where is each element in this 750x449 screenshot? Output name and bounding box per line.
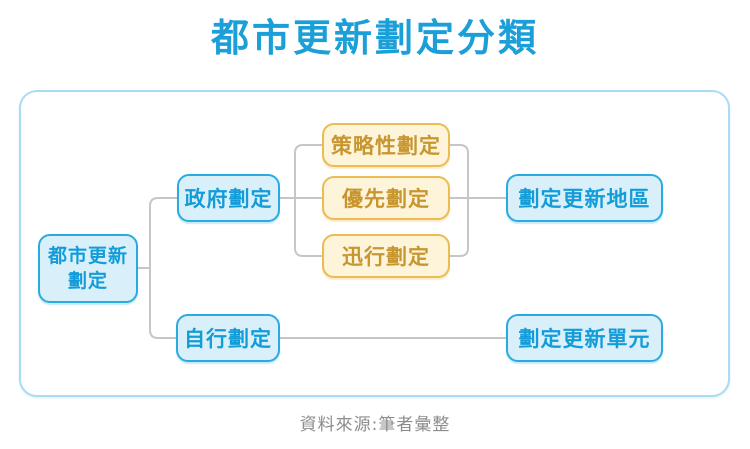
node-priority-designation: 優先劃定 — [322, 176, 450, 220]
node-priority-label: 優先劃定 — [342, 187, 430, 211]
node-self-label: 自行劃定 — [184, 327, 272, 351]
node-root-line2: 劃定 — [67, 269, 108, 292]
source-caption: 資料來源:筆者彙整 — [299, 415, 451, 435]
node-rapid-designation: 迅行劃定 — [322, 234, 450, 278]
node-strategic-label: 策略性劃定 — [331, 134, 441, 158]
node-self-designation: 自行劃定 — [176, 314, 280, 362]
node-renewal-unit: 劃定更新單元 — [506, 314, 663, 362]
node-root: 都市更新 劃定 — [38, 234, 138, 303]
node-area-label: 劃定更新地區 — [518, 187, 651, 211]
node-renewal-area: 劃定更新地區 — [506, 174, 663, 222]
node-government-designation: 政府劃定 — [177, 174, 280, 222]
node-root-line1: 都市更新 — [47, 244, 128, 267]
node-rapid-label: 迅行劃定 — [342, 245, 430, 269]
node-unit-label: 劃定更新單元 — [518, 327, 651, 351]
page-title: 都市更新劃定分類 — [210, 16, 539, 60]
node-gov-label: 政府劃定 — [184, 187, 273, 211]
node-strategic-designation: 策略性劃定 — [322, 123, 450, 167]
